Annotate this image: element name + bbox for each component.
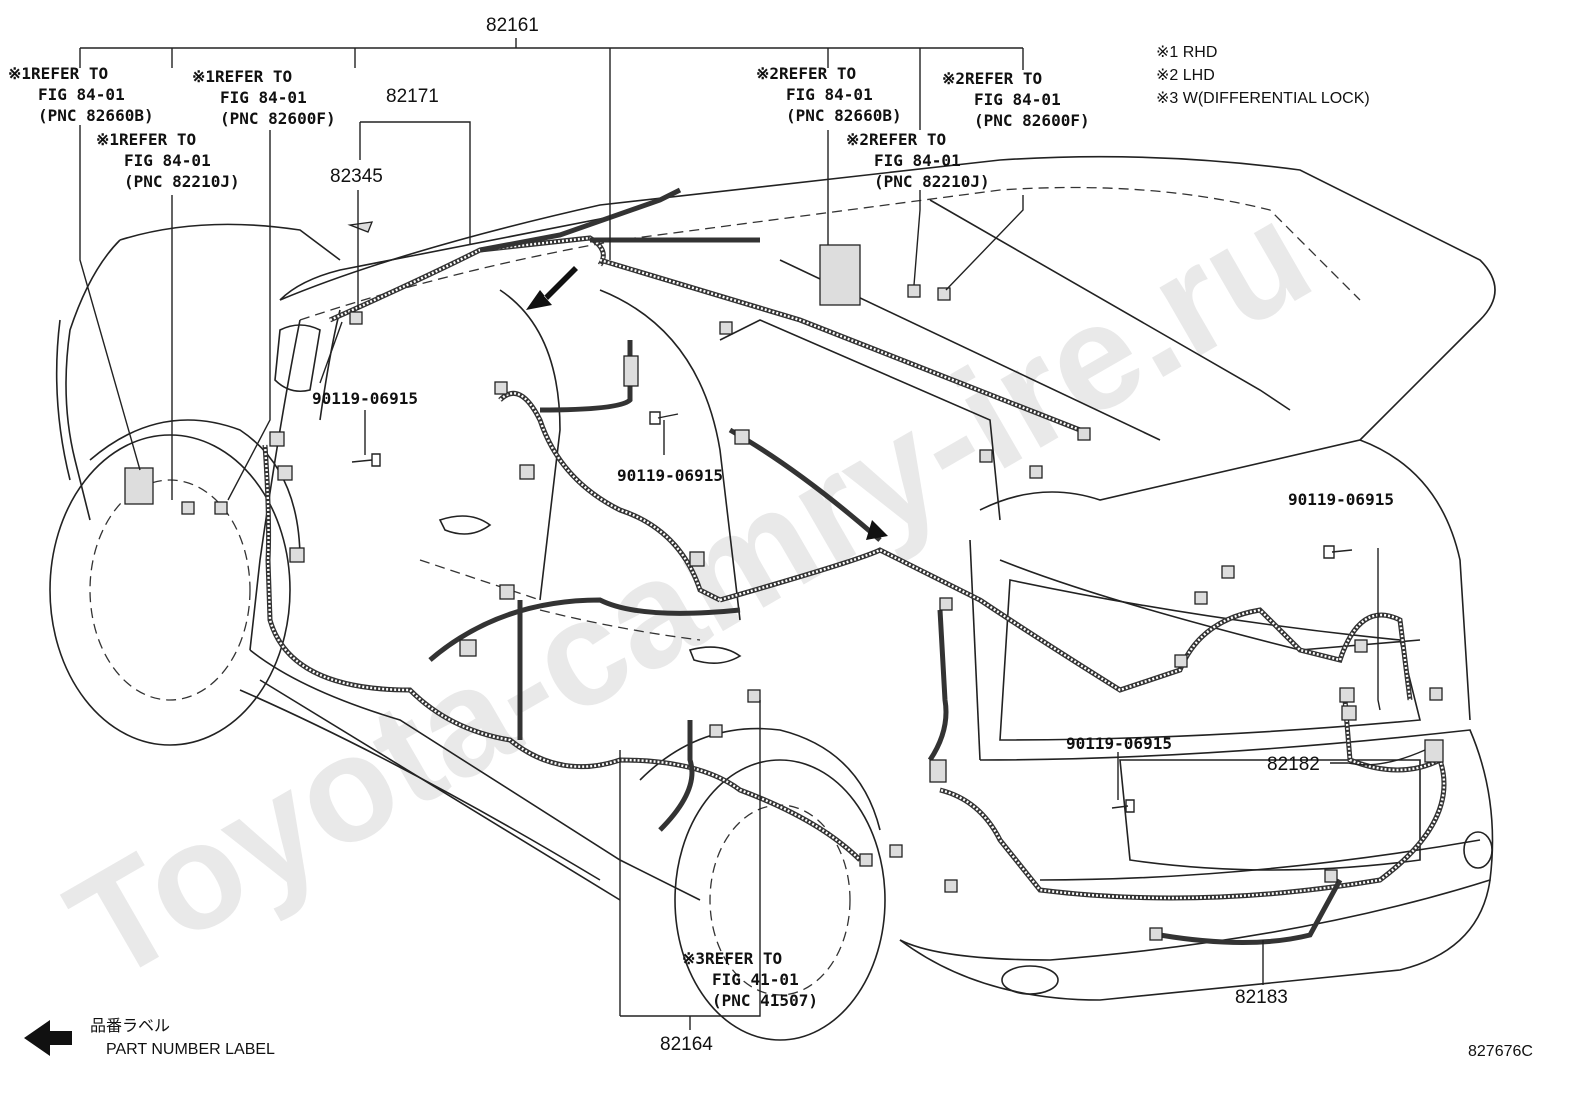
bolt-label-1: 90119-06915 <box>312 389 418 408</box>
bolts <box>351 411 1353 813</box>
ref-note-3: ※1REFER TO FIG 84-01 (PNC 82210J) <box>96 130 240 191</box>
part-82182: 82182 <box>1267 754 1320 775</box>
leader-lines <box>79 38 1426 1030</box>
svg-text:(PNC 82600F): (PNC 82600F) <box>220 109 336 128</box>
svg-text:※2REFER TO: ※2REFER TO <box>756 64 856 83</box>
svg-text:FIG 84-01: FIG 84-01 <box>786 85 873 104</box>
svg-text:※1REFER TO: ※1REFER TO <box>8 64 108 83</box>
part-82164: 82164 <box>660 1034 713 1055</box>
svg-text:※3REFER TO: ※3REFER TO <box>682 949 782 968</box>
legend-arrow-icon <box>24 1020 72 1056</box>
svg-text:(PNC 82660B): (PNC 82660B) <box>786 106 902 125</box>
part-number-label-en: PART NUMBER LABEL <box>106 1041 275 1058</box>
svg-text:(PNC 82210J): (PNC 82210J) <box>874 172 990 191</box>
bolt-label-2: 90119-06915 <box>617 466 723 485</box>
svg-text:FIG 41-01: FIG 41-01 <box>712 970 799 989</box>
svg-text:※2REFER TO: ※2REFER TO <box>942 69 1042 88</box>
ref-note-5: ※2REFER TO FIG 84-01 (PNC 82600F) <box>942 69 1090 130</box>
ref-note-4: ※2REFER TO FIG 84-01 (PNC 82660B) <box>756 64 902 125</box>
figure-code: 827676C <box>1468 1043 1533 1060</box>
part-number-label-jp: 品番ラベル <box>90 1017 170 1035</box>
part-label-arrow-2 <box>866 500 910 540</box>
legend-rhd: ※1 RHD <box>1156 44 1217 61</box>
ref-note-2: ※1REFER TO FIG 84-01 (PNC 82600F) <box>192 67 336 128</box>
svg-text:FIG 84-01: FIG 84-01 <box>974 90 1061 109</box>
part-82161: 82161 <box>486 15 539 36</box>
svg-text:(PNC 82660B): (PNC 82660B) <box>38 106 154 125</box>
footer: 品番ラベル PART NUMBER LABEL 827676C <box>90 1017 1533 1060</box>
svg-text:FIG 84-01: FIG 84-01 <box>38 85 125 104</box>
legend: ※1 RHD ※2 LHD ※3 W(DIFFERENTIAL LOCK) <box>1156 44 1370 107</box>
ref-note-6: ※2REFER TO FIG 84-01 (PNC 82210J) <box>846 130 990 191</box>
svg-text:(PNC 82600F): (PNC 82600F) <box>974 111 1090 130</box>
connectors <box>124 221 1444 941</box>
bolt-labels: 90119-06915 90119-06915 90119-06915 9011… <box>312 389 1394 753</box>
bolt-label-4: 90119-06915 <box>1066 734 1172 753</box>
bolt-label-3: 90119-06915 <box>1288 490 1394 509</box>
svg-text:FIG 84-01: FIG 84-01 <box>874 151 961 170</box>
part-label-arrow-1 <box>526 266 578 310</box>
svg-text:※1REFER TO: ※1REFER TO <box>192 67 292 86</box>
svg-text:(PNC 41507): (PNC 41507) <box>712 991 818 1010</box>
reference-notes: ※1REFER TO FIG 84-01 (PNC 82660B) ※1REFE… <box>8 64 1090 1010</box>
wire-harness <box>262 187 1447 945</box>
part-82345: 82345 <box>330 166 383 187</box>
svg-text:(PNC 82210J): (PNC 82210J) <box>124 172 240 191</box>
part-82183: 82183 <box>1235 987 1288 1008</box>
ref-note-7: ※3REFER TO FIG 41-01 (PNC 41507) <box>682 949 818 1010</box>
legend-lhd: ※2 LHD <box>1156 67 1215 84</box>
svg-text:FIG 84-01: FIG 84-01 <box>220 88 307 107</box>
svg-text:FIG 84-01: FIG 84-01 <box>124 151 211 170</box>
part-labels: 82161 82171 82345 82164 82182 82183 <box>330 15 1320 1055</box>
svg-text:※1REFER TO: ※1REFER TO <box>96 130 196 149</box>
legend-diff-lock: ※3 W(DIFFERENTIAL LOCK) <box>1156 90 1370 107</box>
ref-note-1: ※1REFER TO FIG 84-01 (PNC 82660B) <box>8 64 154 125</box>
svg-text:※2REFER TO: ※2REFER TO <box>846 130 946 149</box>
part-82171: 82171 <box>386 86 439 107</box>
watermark: Toyota-camry-ire.ru <box>42 168 1336 1012</box>
